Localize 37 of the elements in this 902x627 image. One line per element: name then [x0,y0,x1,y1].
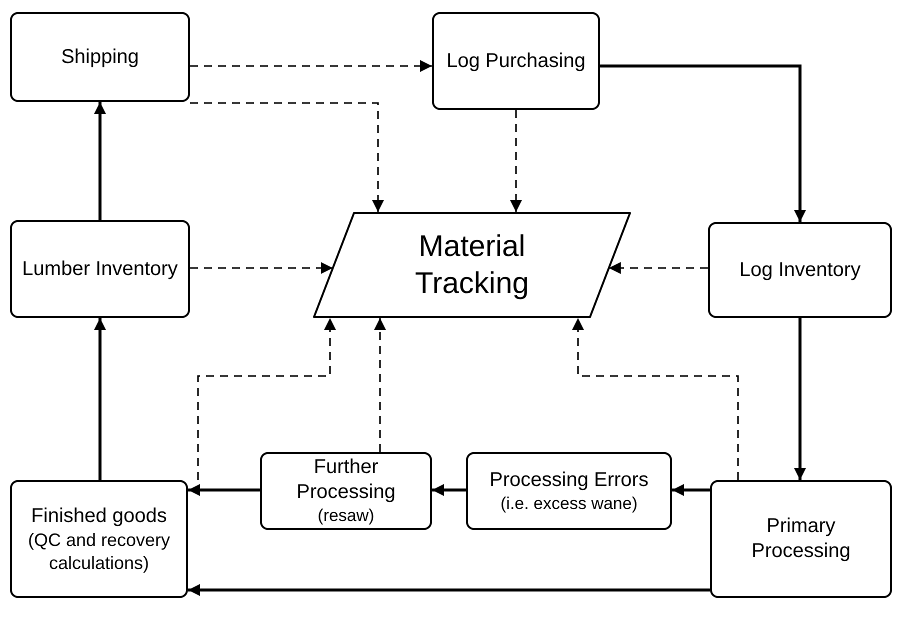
arrow [794,318,806,480]
arrow [510,110,522,212]
arrow [94,102,106,220]
arrow [197,318,336,480]
process-box [710,480,892,598]
node-label: (resaw) [316,505,376,527]
process-box [260,452,432,530]
node-label: Material Tracking [414,228,530,302]
node-label: Further Processing [296,455,396,506]
process-box [10,220,190,318]
node-label: (i.e. excess wane) [500,492,638,514]
process-box [432,12,600,110]
arrow [374,318,386,452]
node-label: (QC and recovery calculations) [26,529,172,574]
arrow [600,64,806,222]
arrow [190,102,384,212]
node-label: Log Inventory [738,258,862,282]
arrow [190,60,432,72]
node-label: Processing Errors [488,468,650,493]
node-label: Primary Processing [750,514,852,564]
node-label: Lumber Inventory [21,256,179,282]
arrow [672,484,710,496]
arrow [94,318,106,480]
arrow [432,484,466,496]
process-box [708,222,892,318]
process-box [10,12,190,102]
process-box [10,480,188,598]
data-parallelogram [312,212,632,318]
arrow [608,262,708,274]
arrow [190,262,333,274]
node-label: Log Purchasing [446,48,586,74]
node-label: Shipping [60,44,140,70]
arrow [188,484,260,496]
arrow [572,318,739,480]
node-label: Finished goods [30,504,168,529]
process-box [466,452,672,530]
arrow [188,584,710,596]
